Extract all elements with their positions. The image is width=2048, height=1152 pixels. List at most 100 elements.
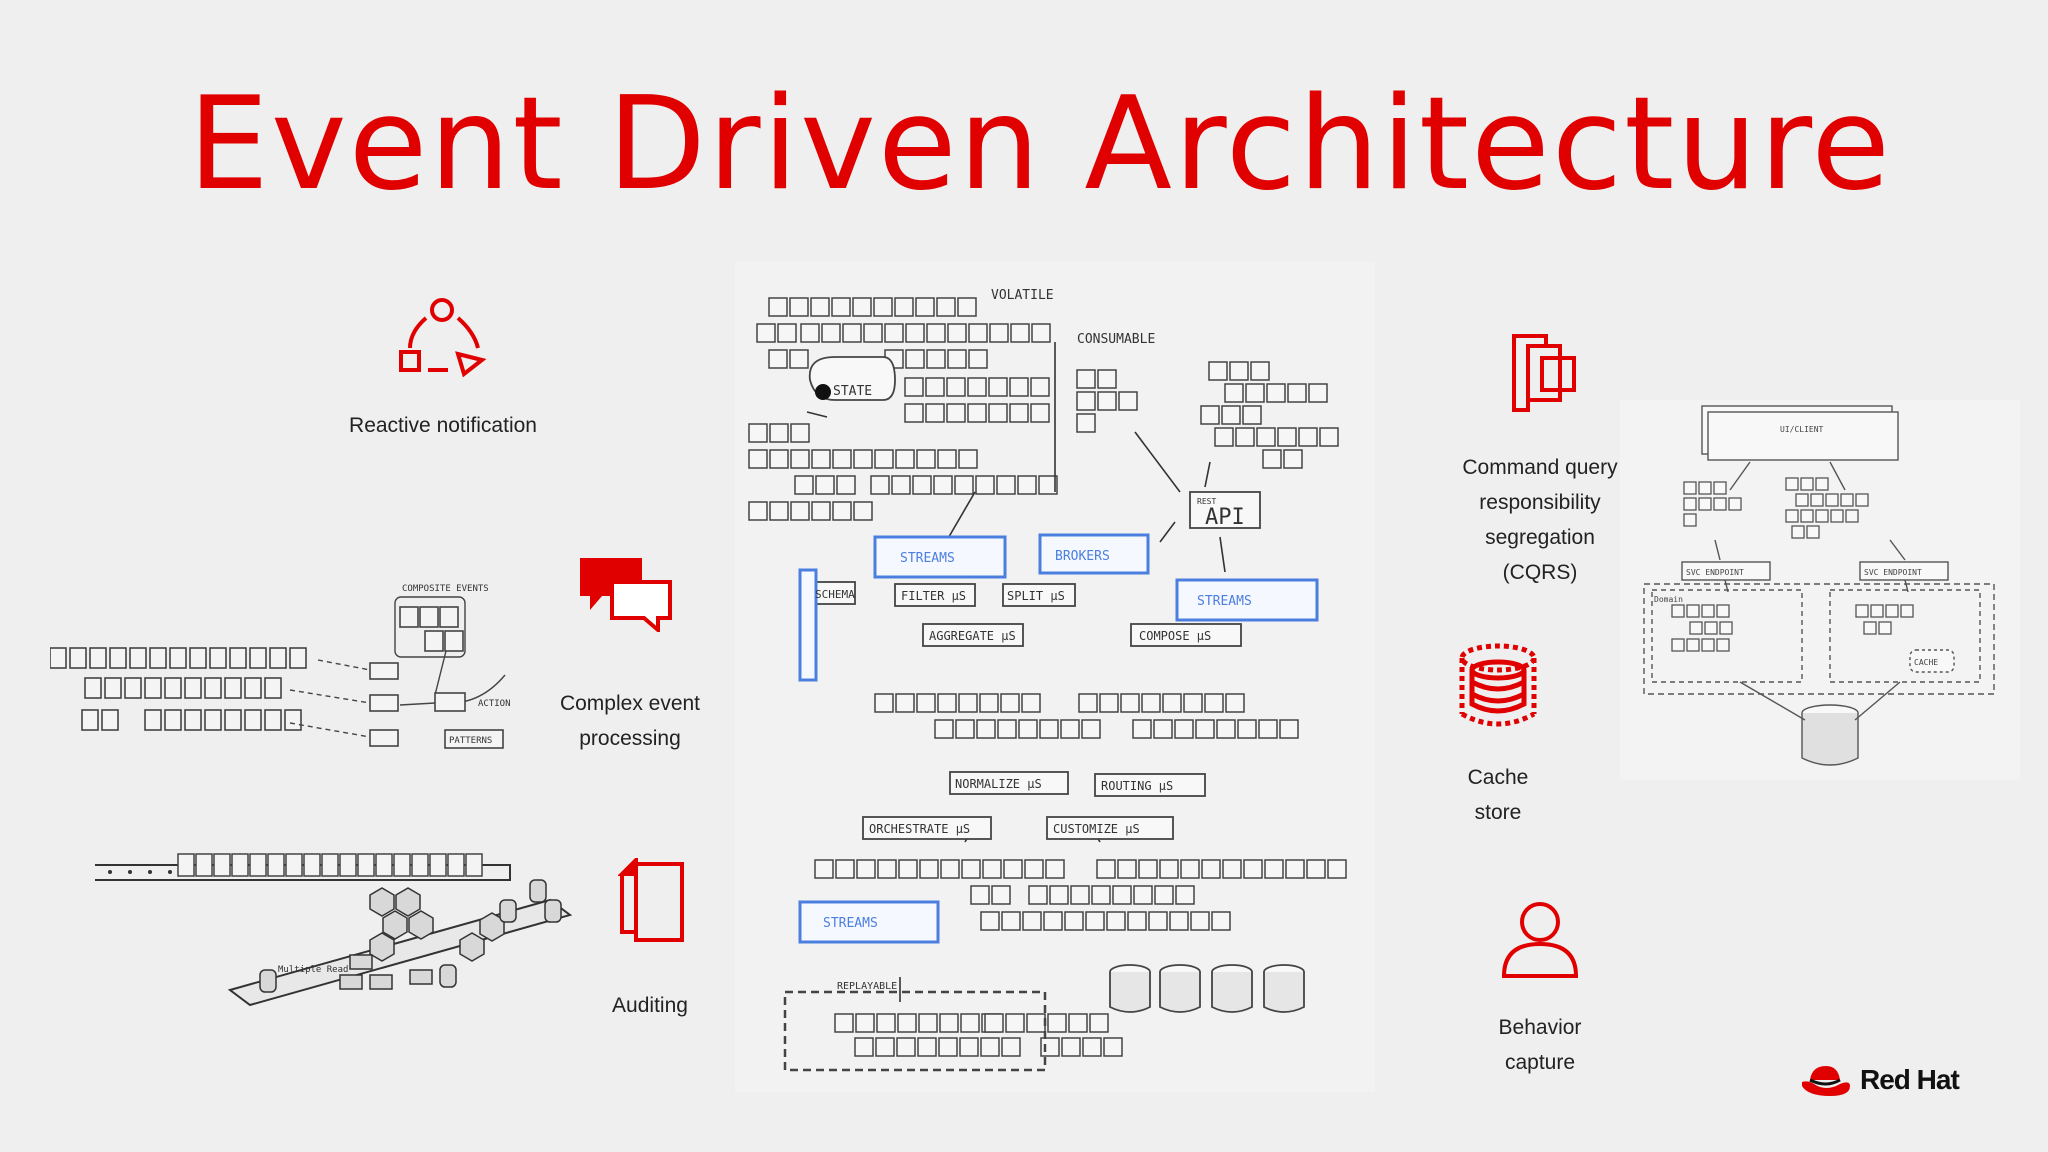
state-label: STATE [833, 384, 872, 399]
event-box [1221, 405, 1241, 425]
event-box [832, 449, 852, 469]
event-box [1686, 604, 1700, 618]
reactive-cycle-icon [399, 298, 487, 378]
event-box [1810, 493, 1824, 507]
event-box [1038, 475, 1058, 495]
behavior-capture-label: Behavior capture [1498, 1016, 1582, 1074]
event-box [1009, 377, 1029, 397]
event-box [1076, 413, 1096, 433]
event-box [800, 323, 820, 343]
event-box [794, 475, 814, 495]
event-box [1028, 885, 1048, 905]
event-box [1021, 693, 1041, 713]
event-box [1806, 525, 1820, 539]
event-box [891, 475, 911, 495]
event-box [321, 853, 339, 877]
event-box [1264, 859, 1284, 879]
event-box [1701, 638, 1715, 652]
event-box [1689, 621, 1703, 635]
reactive-notification-label: Reactive notification [349, 414, 537, 437]
event-box [284, 709, 302, 731]
event-box [958, 693, 978, 713]
chat-bubbles-icon [580, 558, 672, 632]
event-box [769, 449, 789, 469]
event-box [1683, 497, 1697, 511]
event-box [1258, 719, 1278, 739]
event-box [1698, 497, 1712, 511]
event-box [980, 911, 1000, 931]
event-box [1716, 604, 1730, 618]
event-box [1855, 604, 1869, 618]
event-box [1148, 911, 1168, 931]
event-box [1001, 1037, 1021, 1057]
event-box [1235, 427, 1255, 447]
event-box [916, 693, 936, 713]
event-box [1825, 493, 1839, 507]
event-box [748, 423, 768, 443]
event-box [209, 647, 227, 669]
event-box [897, 1013, 917, 1033]
event-box [1683, 513, 1697, 527]
event-box [1830, 509, 1844, 523]
event-box [918, 1013, 938, 1033]
event-box [1138, 859, 1158, 879]
cqrs-label: Command query responsibility segregation… [1462, 456, 1618, 584]
event-box [1671, 604, 1685, 618]
event-box [1224, 383, 1244, 403]
event-box [958, 449, 978, 469]
event-box [1698, 481, 1712, 495]
event-box [1683, 481, 1697, 495]
event-box [357, 853, 375, 877]
event-box [269, 647, 287, 669]
event-box [1010, 323, 1030, 343]
event-box [1001, 911, 1021, 931]
event-box [1716, 638, 1730, 652]
event-box [1089, 1013, 1109, 1033]
volatile-label: VOLATILE [991, 288, 1054, 303]
event-box [244, 677, 262, 699]
event-box [1078, 693, 1098, 713]
event-box [1000, 693, 1020, 713]
split-ms-label: SPLIT µS [1007, 589, 1065, 603]
brand-logo: Red Hat [1800, 1060, 1970, 1100]
event-box [244, 709, 262, 731]
event-box [884, 323, 904, 343]
event-box [1154, 885, 1174, 905]
event-box [877, 859, 897, 879]
event-box [937, 693, 957, 713]
event-box [1671, 638, 1685, 652]
event-box [756, 323, 776, 343]
red-hat-icon [1802, 1066, 1850, 1096]
event-box [1795, 493, 1809, 507]
api-label: API [1205, 505, 1245, 530]
event-box [81, 709, 99, 731]
event-box [1081, 719, 1101, 739]
event-box [1201, 859, 1221, 879]
event-box [875, 1037, 895, 1057]
event-box [814, 859, 834, 879]
brand-name: Red Hat [1860, 1064, 1960, 1095]
event-box [144, 709, 162, 731]
svc-endpoint-label-2: SVC ENDPOINT [1864, 568, 1922, 577]
event-box [1106, 911, 1126, 931]
event-box [874, 693, 894, 713]
event-box [1211, 911, 1231, 931]
event-box [1266, 383, 1286, 403]
event-box [1855, 493, 1869, 507]
event-box [229, 647, 247, 669]
event-box [769, 423, 789, 443]
event-box [1229, 361, 1249, 381]
event-box [853, 501, 873, 521]
event-box [1180, 859, 1200, 879]
event-box [870, 475, 890, 495]
event-box [1863, 621, 1877, 635]
event-box [876, 1013, 896, 1033]
event-box [104, 677, 122, 699]
event-box [1175, 885, 1195, 905]
event-box [109, 647, 127, 669]
event-box [1047, 1013, 1067, 1033]
event-box [967, 403, 987, 423]
event-box [1043, 911, 1063, 931]
user-icon [1501, 902, 1579, 978]
event-box [834, 1013, 854, 1033]
